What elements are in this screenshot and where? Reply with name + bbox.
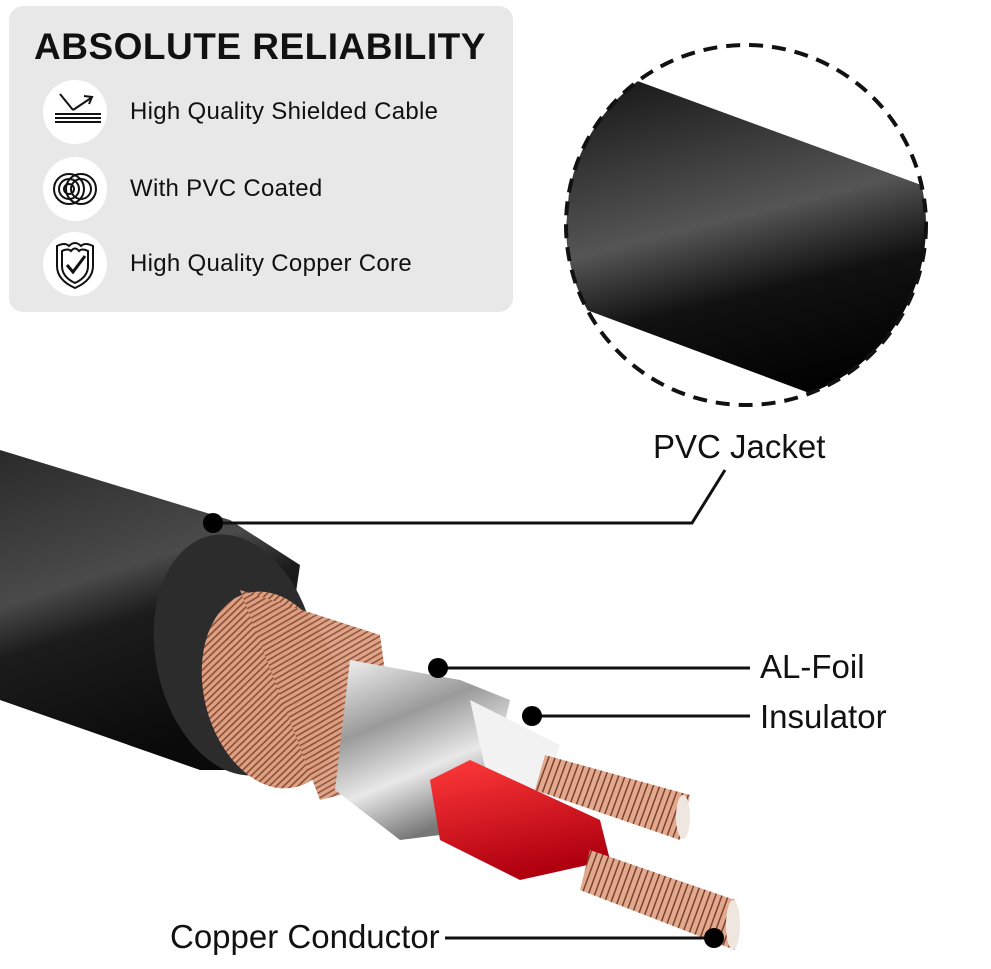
feature-label: High Quality Shielded Cable [130, 98, 439, 125]
label-copper-conductor: Copper Conductor [170, 918, 440, 955]
feature-label: With PVC Coated [130, 175, 323, 202]
label-al-foil: AL-Foil [760, 648, 865, 685]
feature-shielded-cable: High Quality Shielded Cable [43, 80, 503, 144]
label-pvc-jacket: PVC Jacket [653, 428, 826, 465]
rings-icon [43, 157, 107, 221]
feature-copper-core: High Quality Copper Core [43, 232, 503, 296]
feature-pvc-coated: With PVC Coated [43, 157, 503, 221]
shield-reflect-icon [43, 80, 107, 144]
features-panel: ABSOLUTE RELIABILITY High Quality Shield… [9, 6, 513, 312]
jacket-zoom-circle [564, 43, 928, 407]
panel-title: ABSOLUTE RELIABILITY [34, 26, 486, 67]
feature-label: High Quality Copper Core [130, 250, 412, 277]
label-insulator: Insulator [760, 698, 887, 735]
badge-check-icon [43, 232, 107, 296]
